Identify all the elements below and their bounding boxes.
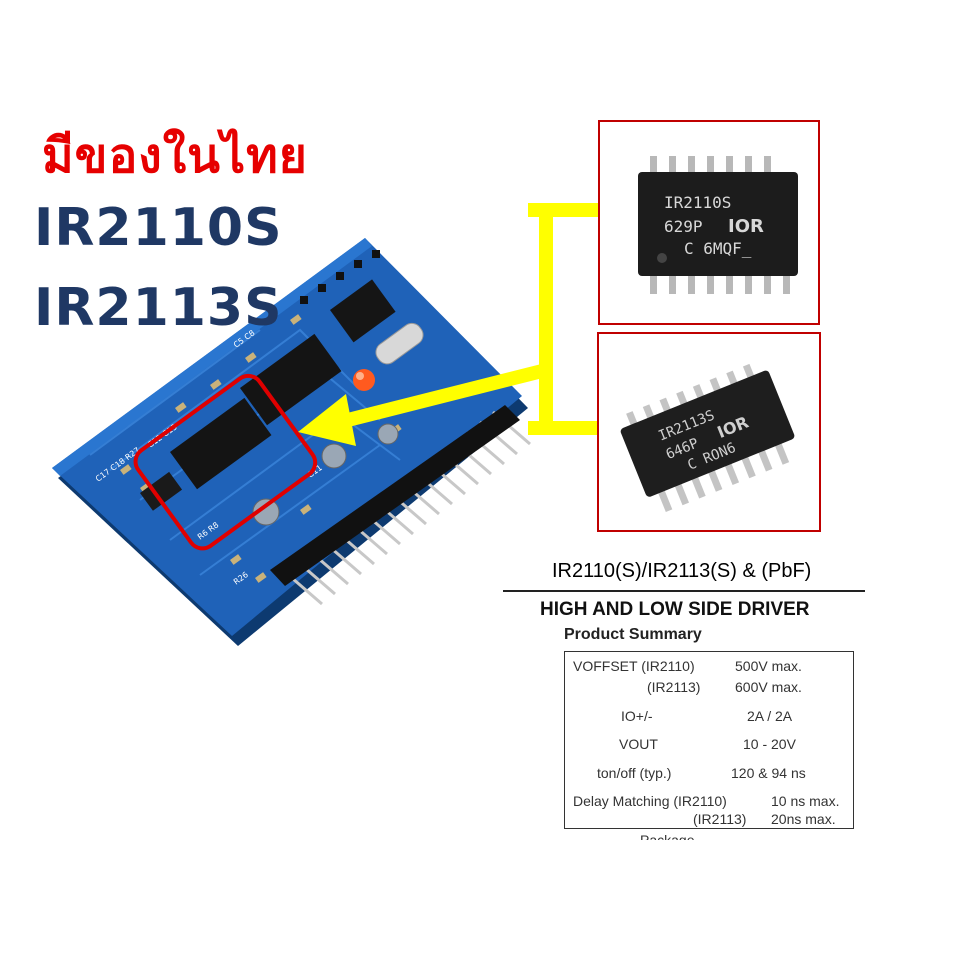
datasheet-divider (503, 590, 865, 592)
small-ic (140, 471, 183, 511)
chip1-line3: C 6MQF_ (684, 239, 752, 258)
row-param: Delay Matching (IR2110) (573, 793, 727, 809)
yellow-arrow (298, 394, 356, 446)
product-summary-table: VOFFSET (IR2110) 500V max. (IR2113) 600V… (564, 651, 854, 829)
row-value: 2A / 2A (747, 708, 793, 724)
row-value: 10 ns max. (771, 793, 840, 809)
chip-photo-ir2110s: IR2110S 629P IOR C 6MQF_ (598, 120, 820, 325)
crystal (375, 322, 424, 365)
driver-ic-bottom (169, 397, 272, 490)
ic-chip-icon: IR2110S 629P IOR C 6MQF_ (638, 156, 798, 294)
capacitor (321, 443, 347, 469)
mcu-chip (330, 279, 396, 343)
chip1-line1: IR2110S (664, 193, 731, 212)
row-param: (IR2113) (693, 811, 747, 827)
header-block (270, 405, 520, 586)
driver-ic-top (239, 333, 342, 426)
ic-chip-icon: IR2113S 646P IOR C RON6 (620, 363, 795, 512)
row-value: 120 & 94 ns (731, 765, 806, 781)
row-param: VOFFSET (IR2110) (573, 658, 695, 674)
datasheet-title: IR2110(S)/IR2113(S) & (PbF) (552, 560, 812, 582)
row-value: 500V max. (735, 658, 802, 674)
row-param: (IR2113) (647, 679, 701, 695)
row-value: 20ns max. (771, 811, 836, 827)
headline-part-ir2113s: IR2113S (34, 278, 283, 338)
row-param: ton/off (typ.) (597, 765, 672, 781)
datasheet-subtitle: HIGH AND LOW SIDE DRIVER (540, 599, 810, 620)
chip1-logo: IOR (728, 216, 764, 237)
chip-photo-ir2113s: IR2113S 646P IOR C RON6 (597, 332, 821, 532)
led (353, 369, 375, 391)
row-value: 10 - 20V (743, 736, 796, 752)
headline-part-ir2110s: IR2110S (34, 198, 283, 258)
row-param: IO+/- (621, 708, 653, 724)
highlight-box (133, 373, 318, 551)
datasheet-cut-text: Package (640, 832, 695, 840)
row-value: 600V max. (735, 679, 802, 695)
product-summary-heading: Product Summary (564, 626, 702, 643)
headline-thai: มีของในไทย (42, 128, 308, 184)
row-param: VOUT (619, 736, 658, 752)
chip1-line2: 629P (664, 217, 703, 236)
yellow-bracket (338, 203, 600, 435)
